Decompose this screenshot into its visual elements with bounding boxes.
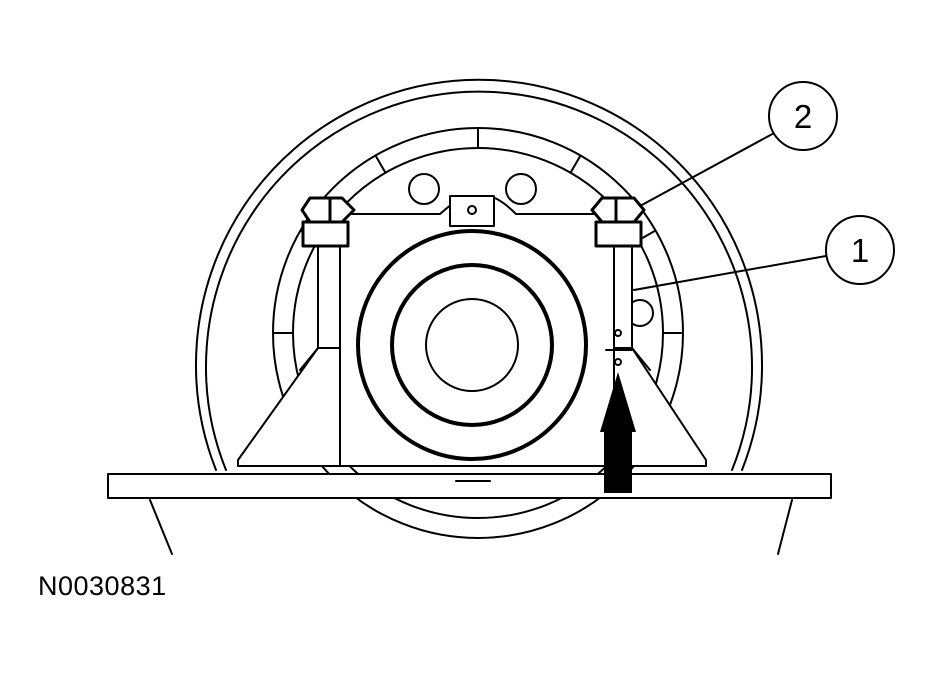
base-plate <box>107 473 832 555</box>
flywheel-hole <box>505 173 537 205</box>
arrow-shaft <box>604 430 632 493</box>
cap-mark-upper <box>614 329 622 337</box>
flywheel-inner-ring <box>205 90 753 471</box>
direction-arrow <box>600 372 636 493</box>
callout-1-leader <box>633 255 827 291</box>
callout-2-leader <box>639 131 777 207</box>
callout-1: 1 <box>633 215 895 291</box>
flywheel-hole <box>408 173 440 205</box>
bearing-cap <box>339 195 633 467</box>
callout-2-circle <box>768 81 838 151</box>
flywheel-outer-ring <box>195 78 763 471</box>
cap-bolt <box>590 196 646 248</box>
figure-id-label: N0030831 <box>38 571 167 601</box>
cap-mark-lower <box>614 358 622 366</box>
callout-2: 2 <box>639 81 838 207</box>
left-cap-bolt <box>300 196 356 248</box>
arrow-head <box>600 372 636 432</box>
callout-1-label: 1 <box>851 232 869 269</box>
cap-dowel-hole <box>467 205 477 215</box>
bearing-bore <box>425 298 519 392</box>
callout-2-label: 2 <box>794 98 812 135</box>
callout-1-circle <box>825 215 895 285</box>
